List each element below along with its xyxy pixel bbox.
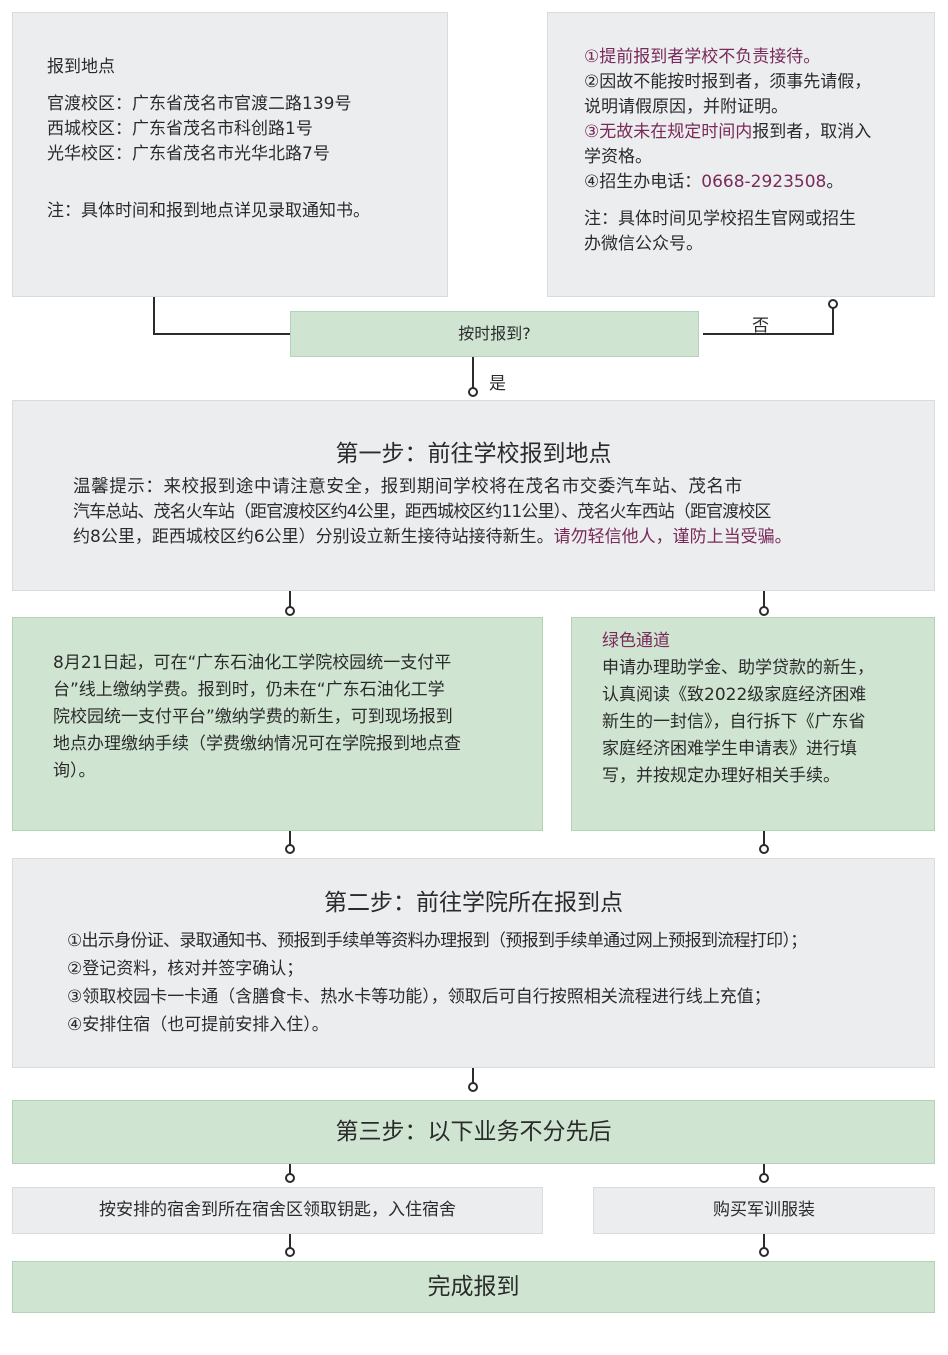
- campus-address: 广东省茂名市科创路1号: [132, 119, 313, 139]
- step1-tip-text: 约8公里，距西城校区约6公里）分别设立新生接待站接待新生。: [73, 527, 554, 547]
- step1-tip-line: 温馨提示：来校报到途中请注意安全，报到期间学校将在茂名市交委汽车站、茂名市: [73, 477, 743, 497]
- notice-note: 注：具体时间见学校招生官网或招生: [584, 209, 856, 229]
- step1-box: 第一步：前往学校报到地点 温馨提示：来校报到途中请注意安全，报到期间学校将在茂名…: [12, 400, 935, 591]
- payment-line: 台”线上缴纳学费。报到时，仍未在“广东石油化工学: [53, 680, 445, 700]
- node-dot: [759, 1247, 769, 1257]
- step1-title: 第一步：前往学校报到地点: [335, 441, 612, 467]
- notice-line-leave: ②因故不能按时报到者，须事先请假，: [584, 72, 872, 92]
- decision-yes-label: 是: [489, 374, 506, 394]
- notice-line-absent: ③无故未在规定时间内报到者，取消入: [584, 120, 934, 145]
- green-channel-box: 绿色通道 申请办理助学金、助学贷款的新生， 认真阅读《致2022级家庭经济困难 …: [571, 617, 935, 831]
- uniform-task-text: 购买军训服装: [713, 1200, 815, 1220]
- green-channel-line: 认真阅读《致2022级家庭经济困难: [602, 685, 867, 705]
- campus-row: 光华校区：广东省茂名市光华北路7号: [47, 142, 447, 167]
- payment-line: 地点办理缴纳手续（学费缴纳情况可在学院报到地点查: [53, 734, 461, 754]
- node-dot: [285, 606, 295, 616]
- green-channel-line: 申请办理助学金、助学贷款的新生，: [602, 658, 874, 678]
- notice-line-leave-cont: 说明请假原因，并附证明。: [584, 97, 788, 117]
- step2-item: ①出示身份证、录取通知书、预报到手续单等资料办理报到（预报到手续单通过网上预报到…: [67, 931, 807, 951]
- connector-decision-to-notice: [703, 304, 834, 335]
- campus-name: 光华校区：: [47, 144, 132, 164]
- node-dot: [759, 606, 769, 616]
- step2-item: ④安排住宿（也可提前安排入住）。: [67, 1015, 329, 1035]
- campus-address: 广东省茂名市官渡二路139号: [132, 94, 352, 114]
- campus-row: 西城校区：广东省茂名市科创路1号: [47, 117, 447, 142]
- green-channel-line: 新生的一封信》，自行拆下《广东省: [602, 712, 866, 732]
- notice-absent-warning: ③无故未在规定时间内: [584, 122, 753, 142]
- green-channel-line: 写，并按规定办理好相关手续。: [602, 766, 840, 786]
- finish-title: 完成报到: [427, 1274, 520, 1300]
- green-channel-title: 绿色通道: [602, 631, 670, 651]
- node-dot: [285, 1247, 295, 1257]
- dorm-task-box: 按安排的宿舍到所在宿舍区领取钥匙，入住宿舍: [12, 1187, 543, 1234]
- payment-line: 8月21日起，可在“广东石油化工学院校园统一支付平: [53, 653, 452, 673]
- node-dot: [759, 1173, 769, 1183]
- step1-warning: 请勿轻信他人，谨防上当受骗。: [553, 527, 792, 547]
- location-title: 报到地点: [47, 57, 115, 77]
- decision-question: 按时报到?: [458, 324, 531, 343]
- step2-box: 第二步：前往学院所在报到点 ①出示身份证、录取通知书、预报到手续单等资料办理报到…: [12, 858, 935, 1068]
- node-dot: [759, 844, 769, 854]
- step2-title: 第二步：前往学院所在报到点: [324, 890, 623, 916]
- node-dot: [285, 844, 295, 854]
- location-box: 报到地点 官渡校区：广东省茂名市官渡二路139号 西城校区：广东省茂名市科创路1…: [12, 12, 448, 297]
- step3-box: 第三步：以下业务不分先后: [12, 1100, 935, 1164]
- node-dot: [828, 299, 838, 309]
- location-note: 注：具体时间和报到地点详见录取通知书。: [47, 201, 370, 221]
- payment-line: 院校园统一支付平台”缴纳学费的新生，可到现场报到: [53, 707, 453, 727]
- decision-box: 按时报到?: [290, 311, 699, 357]
- step1-tip-line: 汽车总站、茂名火车站（距官渡校区约4公里，距西城校区约11公里）、茂名火车西站（…: [73, 502, 771, 522]
- notice-note-cont: 办微信公众号。: [584, 234, 703, 254]
- uniform-task-box: 购买军训服装: [593, 1187, 935, 1234]
- notice-line-absent-cont: 学资格。: [584, 147, 652, 167]
- step2-item: ②登记资料，核对并签字确认；: [67, 959, 304, 979]
- phone-label: ④招生办电话：: [584, 172, 702, 192]
- dorm-task-text: 按安排的宿舍到所在宿舍区领取钥匙，入住宿舍: [99, 1200, 456, 1220]
- node-dot: [468, 387, 478, 397]
- green-channel-line: 家庭经济困难学生申请表》进行填: [602, 739, 857, 759]
- notice-line-phone: ④招生办电话：0668-2923508。: [584, 170, 934, 195]
- payment-line: 询）。: [53, 761, 96, 781]
- campus-address: 广东省茂名市光华北路7号: [132, 144, 330, 164]
- notice-line-early: ①提前报到者学校不负责接待。: [584, 47, 821, 67]
- campus-name: 官渡校区：: [47, 94, 132, 114]
- notice-box: ①提前报到者学校不负责接待。 ②因故不能按时报到者，须事先请假， 说明请假原因，…: [547, 12, 935, 297]
- step1-tip-line: 约8公里，距西城校区约6公里）分别设立新生接待站接待新生。请勿轻信他人，谨防上当…: [73, 525, 934, 550]
- connector-location-to-decision: [153, 297, 290, 335]
- node-dot: [285, 1173, 295, 1183]
- finish-box: 完成报到: [12, 1261, 935, 1313]
- campus-row: 官渡校区：广东省茂名市官渡二路139号: [47, 92, 447, 117]
- phone-number: 0668-2923508: [701, 172, 827, 192]
- phone-end: 。: [826, 172, 844, 192]
- step3-title: 第三步：以下业务不分先后: [335, 1119, 612, 1145]
- step2-item: ③领取校园卡一卡通（含膳食卡、热水卡等功能），领取后可自行按照相关流程进行线上充…: [67, 987, 771, 1007]
- node-dot: [468, 1082, 478, 1092]
- campus-name: 西城校区：: [47, 119, 132, 139]
- payment-box: 8月21日起，可在“广东石油化工学院校园统一支付平 台”线上缴纳学费。报到时，仍…: [12, 617, 543, 831]
- notice-absent-rest: 报到者，取消入: [752, 122, 872, 142]
- decision-no-label: 否: [752, 316, 769, 336]
